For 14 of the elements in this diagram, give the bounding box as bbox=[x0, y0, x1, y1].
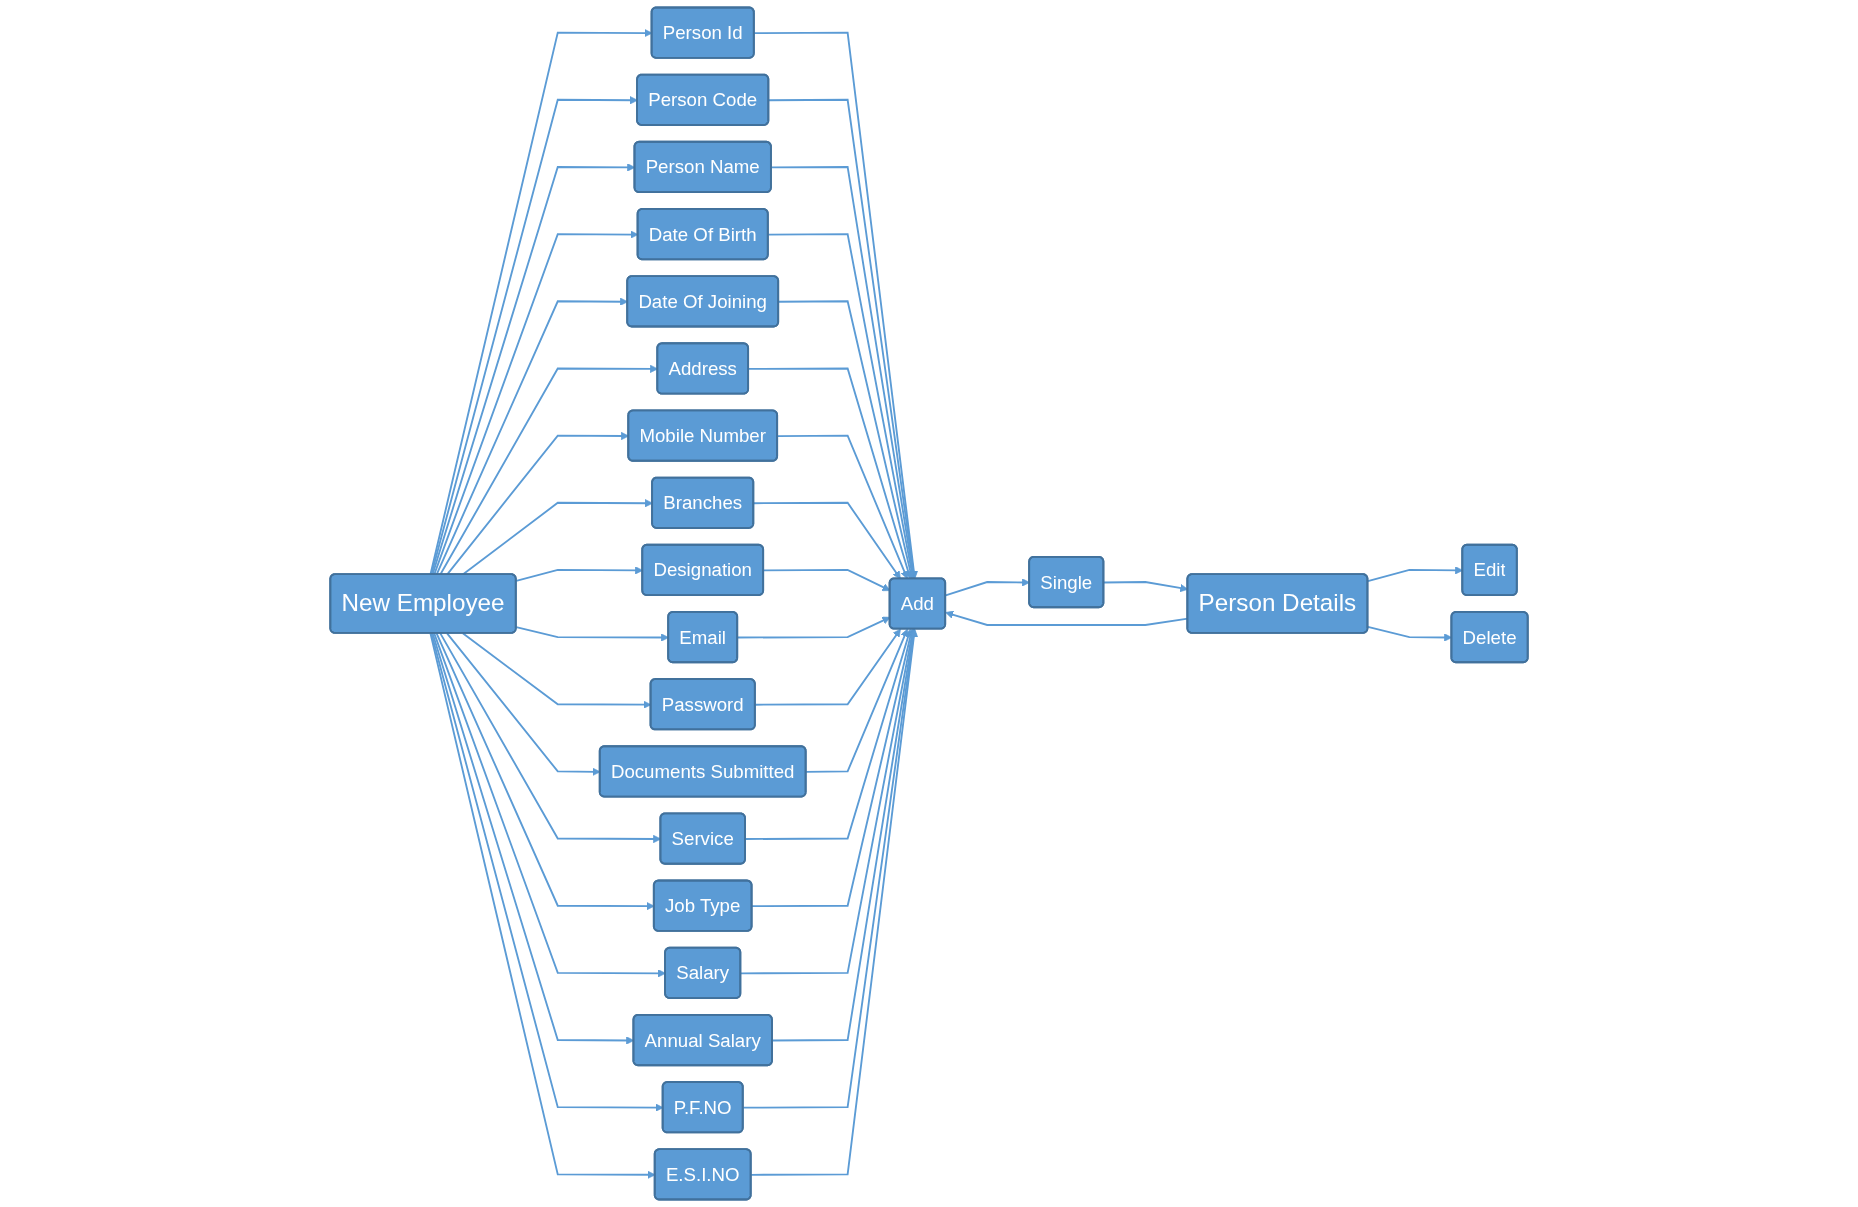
arrow bbox=[430, 632, 664, 1112]
arrow bbox=[433, 632, 666, 978]
arrow bbox=[754, 628, 901, 706]
arrow bbox=[767, 98, 918, 580]
arrow bbox=[751, 628, 915, 908]
arrow bbox=[805, 628, 909, 773]
arrow bbox=[461, 499, 653, 576]
arrow bbox=[430, 96, 638, 576]
arrow bbox=[750, 628, 918, 1176]
arrow bbox=[429, 28, 653, 576]
arrow bbox=[753, 31, 918, 580]
arrow bbox=[435, 297, 629, 576]
arrow bbox=[515, 626, 669, 642]
arrow bbox=[777, 300, 915, 580]
